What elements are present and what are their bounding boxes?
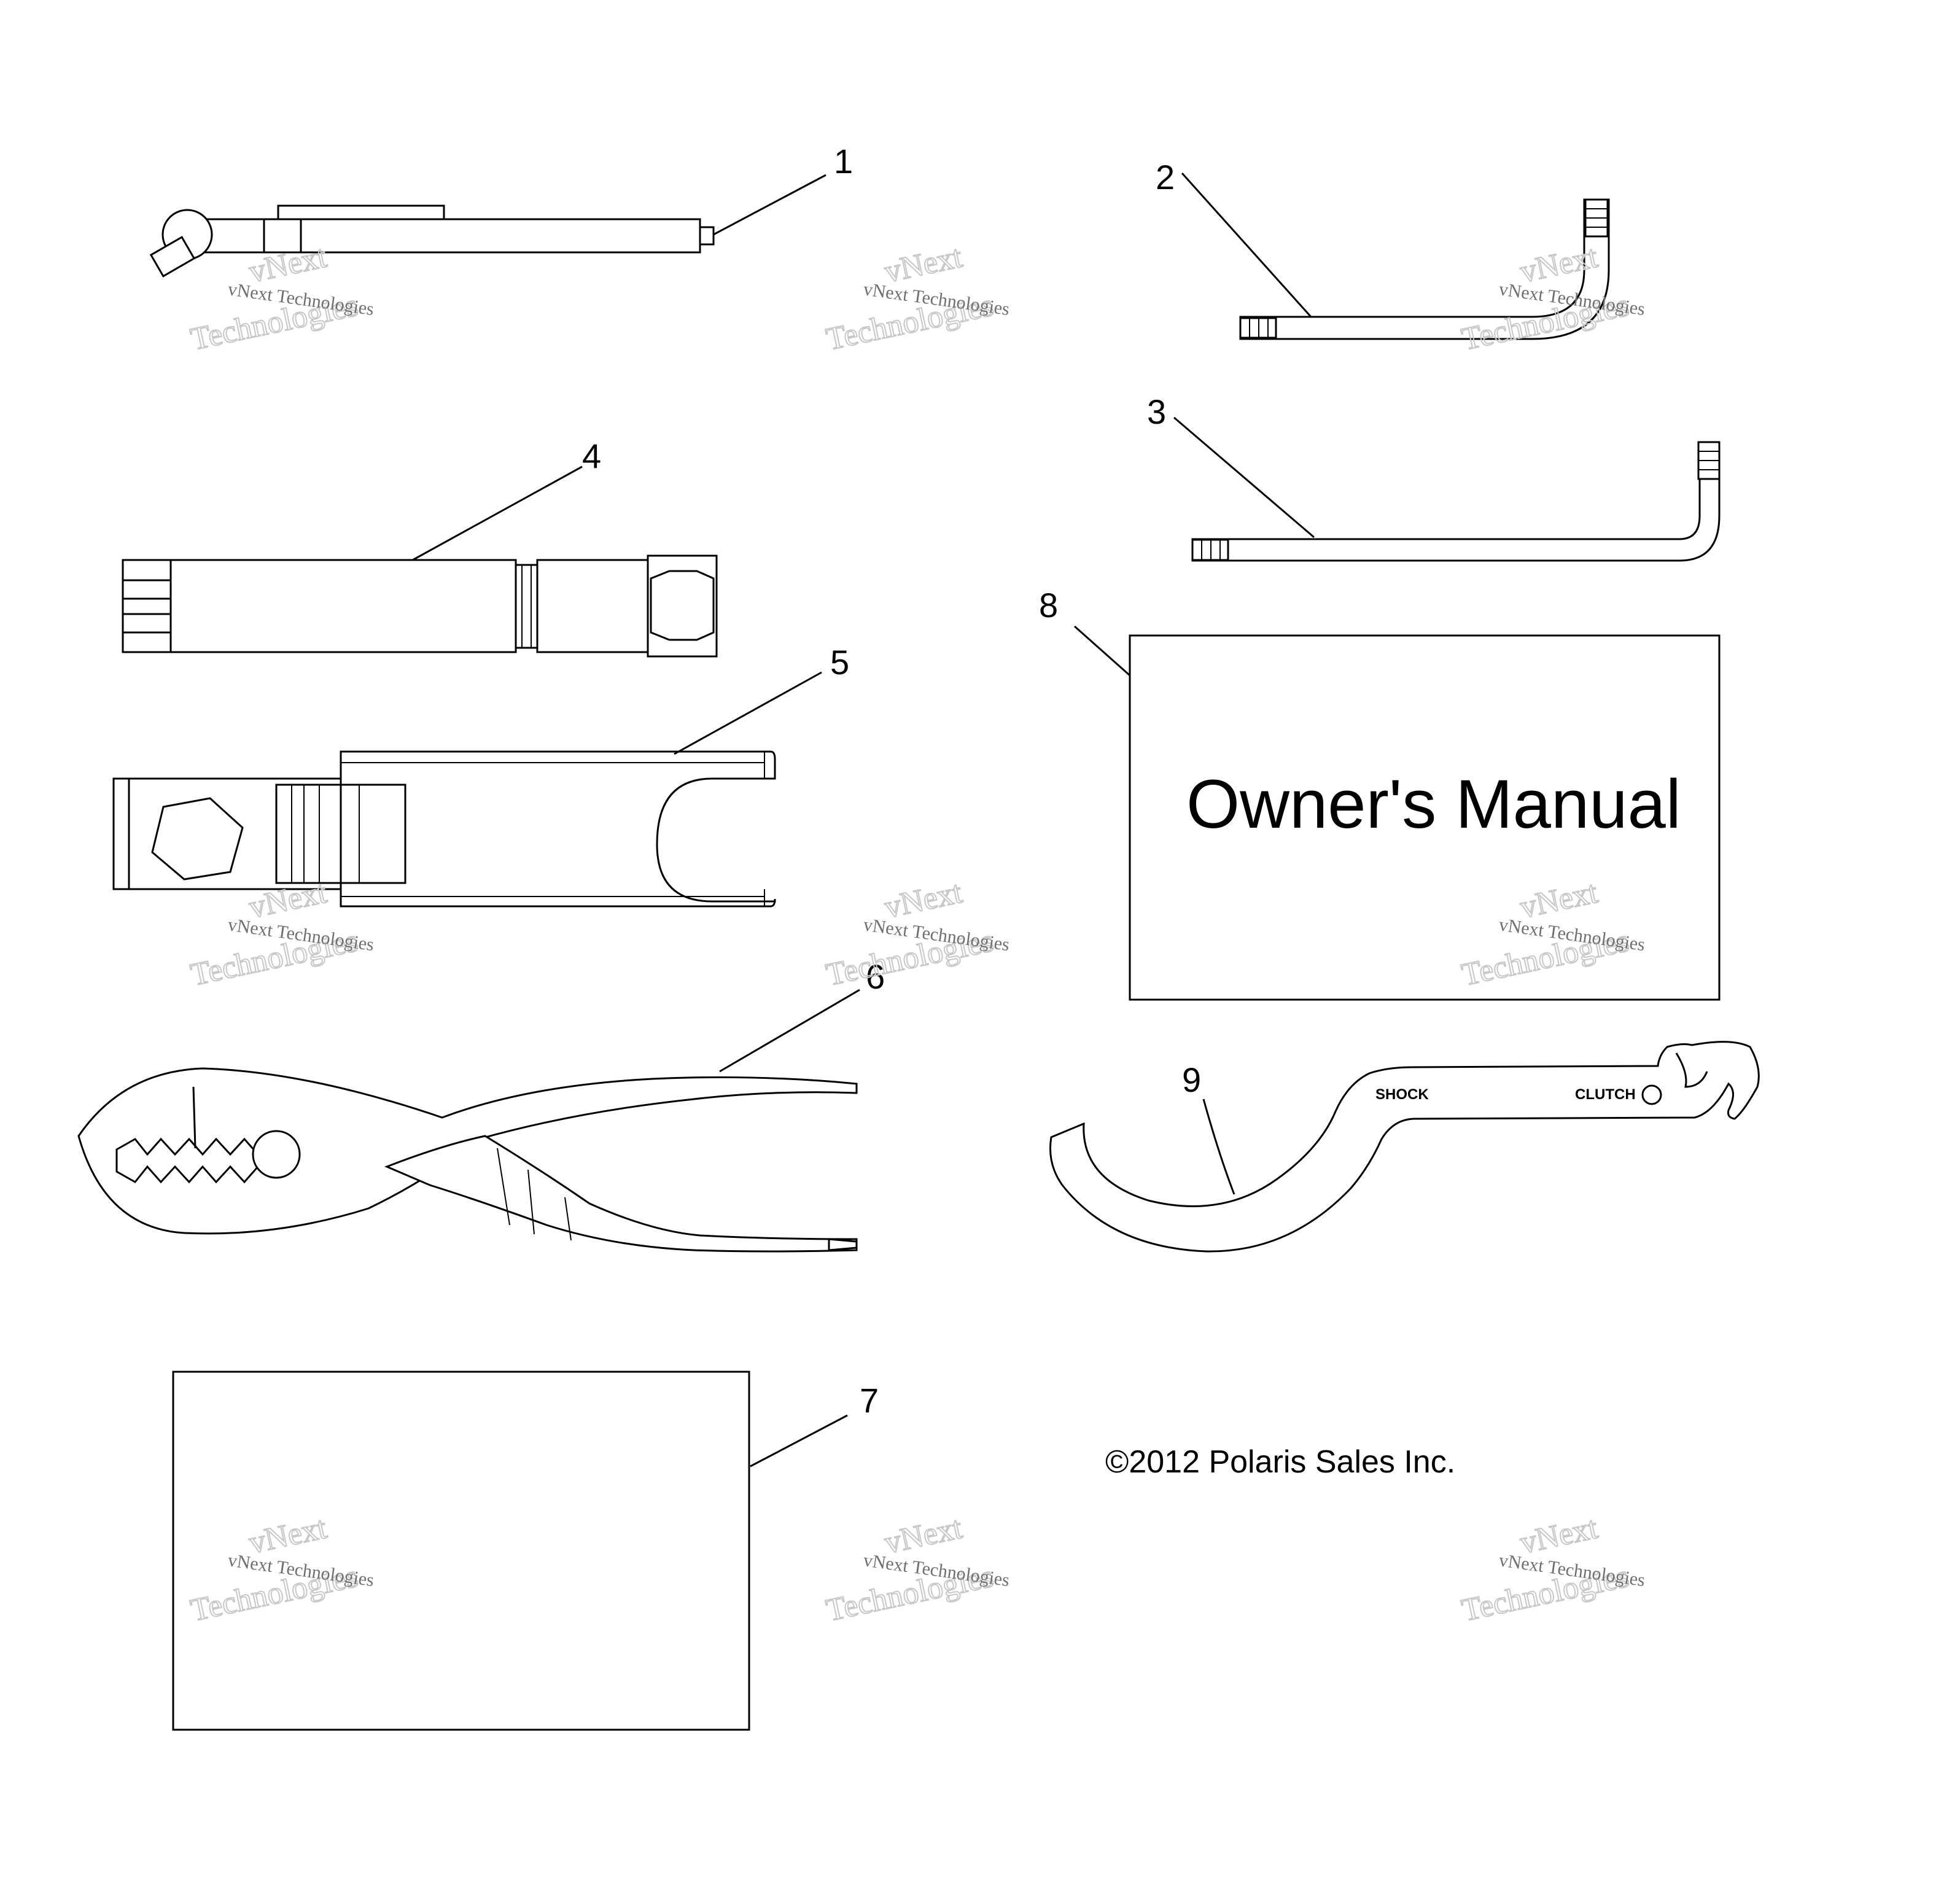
watermark-vnext: vNext (882, 1510, 966, 1560)
leader-line-6 (719, 989, 860, 1073)
owners-manual-title: Owner's Manual (1186, 766, 1681, 842)
callout-5: 5 (830, 643, 849, 682)
part-4-socket-wrench (122, 554, 718, 658)
part-3-hex-key (1191, 441, 1721, 562)
part-6-pliers (77, 1067, 858, 1253)
callout-7: 7 (860, 1381, 879, 1420)
part-2-hex-key (1239, 198, 1610, 340)
spanner-clutch-label: CLUTCH (1575, 1086, 1636, 1103)
callout-3: 3 (1147, 392, 1166, 431)
watermark-vnext: vNext (882, 239, 966, 289)
part-1-pressure-gauge (149, 204, 715, 278)
watermark-vnext: vNext (882, 874, 966, 925)
part-5-clutch-tool (112, 750, 776, 908)
callout-8: 8 (1039, 586, 1058, 624)
leader-line-1 (713, 174, 826, 236)
callout-9: 9 (1182, 1060, 1201, 1099)
callout-6: 6 (866, 957, 885, 996)
leader-line-4 (412, 465, 583, 561)
part-8-owners-manual (1129, 634, 1721, 1001)
callout-2: 2 (1156, 158, 1175, 196)
copyright-notice: ©2012 Polaris Sales Inc. (1105, 1444, 1455, 1480)
callout-1: 1 (834, 142, 853, 181)
spanner-shock-label: SHOCK (1375, 1086, 1429, 1103)
part-9-spanner-wrench (1049, 1041, 1760, 1253)
part-7-document (172, 1371, 750, 1731)
leader-line-3 (1173, 416, 1315, 539)
callout-4: 4 (582, 437, 601, 475)
leader-line-2 (1181, 172, 1312, 318)
watermark-vnext: vNext (1517, 1510, 1601, 1560)
leader-line-8 (1074, 625, 1130, 677)
leader-line-9 (1202, 1099, 1235, 1195)
leader-line-7 (750, 1414, 848, 1468)
leader-line-5 (674, 671, 822, 755)
